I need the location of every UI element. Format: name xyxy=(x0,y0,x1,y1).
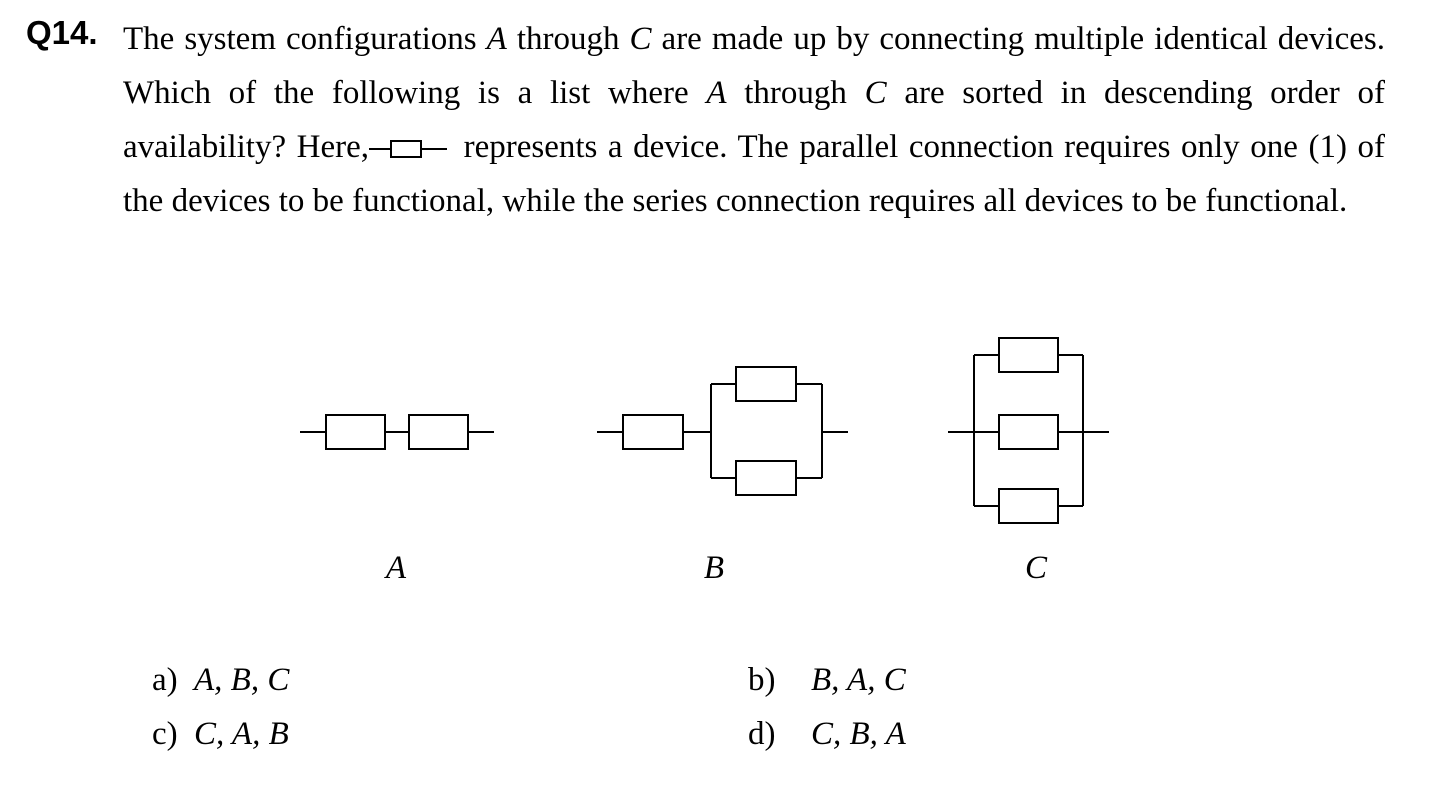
option-value: C, A, B xyxy=(194,716,289,752)
option-key: b) xyxy=(748,662,776,698)
option-key: c) xyxy=(152,716,178,752)
diagram-b xyxy=(597,366,848,496)
diagram-c xyxy=(948,337,1109,524)
question-text-part: are sorted in descending order of availa… xyxy=(123,75,1385,165)
config-label-c: C xyxy=(1024,550,1048,586)
question-text: The system configurations A through C ar… xyxy=(123,12,1385,228)
option-value: B, A, C xyxy=(811,662,906,698)
device-symbol-icon xyxy=(369,140,448,158)
option-b[interactable]: b) B, A, C xyxy=(748,660,906,700)
variable-a: A xyxy=(706,75,727,111)
diagram-a xyxy=(300,414,494,450)
question-text-part: through xyxy=(506,21,630,57)
question-text-part: represents a device. The parallel connec… xyxy=(123,129,1385,219)
question-text-part: through xyxy=(726,75,865,111)
variable-c: C xyxy=(864,75,887,111)
option-key: d) xyxy=(748,716,776,752)
option-key: a) xyxy=(152,662,178,698)
option-a[interactable]: a) A, B, C xyxy=(152,660,289,700)
option-value: A, B, C xyxy=(194,662,290,698)
option-c[interactable]: c) C, A, B xyxy=(152,714,289,754)
config-label-b: B xyxy=(703,550,725,586)
config-label-a: A xyxy=(385,550,407,586)
question-text-part: are made up by connecting multiple ident… xyxy=(123,21,1385,111)
option-d[interactable]: d) C, B, A xyxy=(748,714,906,754)
question-number: Q14. xyxy=(26,14,98,51)
question-text-part: The system configurations xyxy=(123,21,487,57)
variable-c: C xyxy=(629,21,652,57)
variable-a: A xyxy=(486,21,507,57)
option-value: C, B, A xyxy=(811,716,906,752)
